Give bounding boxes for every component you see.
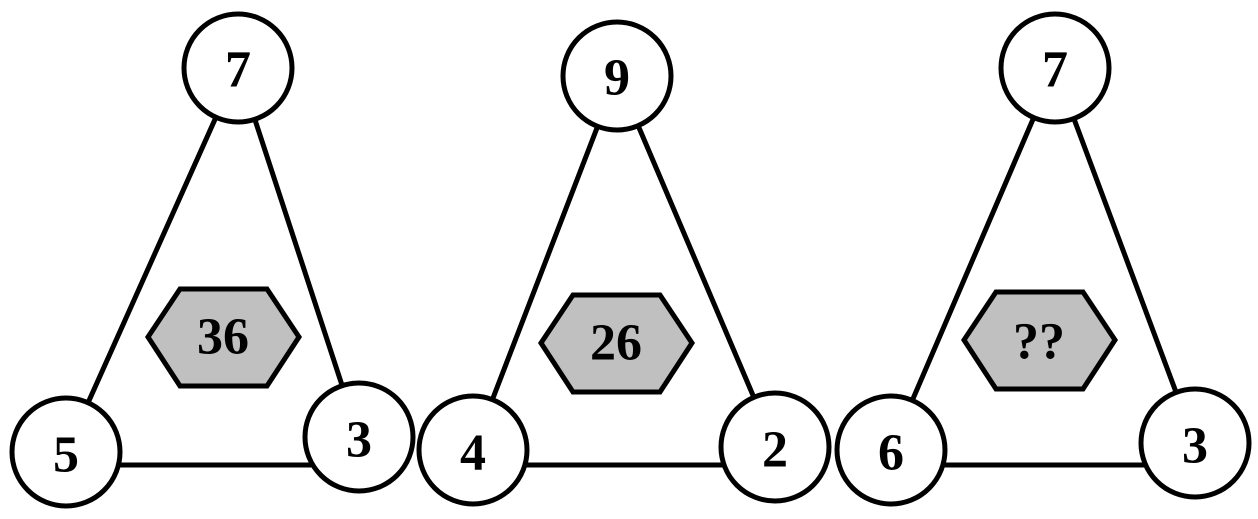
triangle-1-edge-top-right xyxy=(235,65,362,440)
triangle-1-left-value: 5 xyxy=(53,427,79,484)
triangle-2-edge-top-right xyxy=(614,73,778,450)
triangle-1-center-hexagon xyxy=(145,286,302,389)
triangle-3-top-node xyxy=(998,11,1112,125)
triangle-2-top-value: 9 xyxy=(604,50,630,107)
triangle-2-top-node xyxy=(560,19,674,133)
triangle-3-center-hexagon xyxy=(961,289,1118,392)
triangle-2: 26 9 4 2 xyxy=(416,19,832,507)
triangle-1-center-value: 36 xyxy=(197,309,249,366)
triangle-3-right-node xyxy=(1138,386,1252,500)
triangle-2-center-hexagon xyxy=(538,292,695,395)
triangle-3-left-value: 6 xyxy=(878,425,904,482)
triangle-1-edge-top-left xyxy=(63,65,241,455)
triangle-2-left-node xyxy=(416,393,530,507)
triangle-3-top-value: 7 xyxy=(1042,42,1068,99)
triangle-1-right-node xyxy=(302,380,416,494)
triangle-2-center-value: 26 xyxy=(590,315,642,372)
triangle-3-edge-top-left xyxy=(888,65,1058,453)
triangle-1-right-value: 3 xyxy=(346,412,372,469)
triangle-1: 36 7 5 3 xyxy=(9,11,416,509)
triangle-1-top-value: 7 xyxy=(225,42,251,99)
triangle-3-left-node xyxy=(834,393,948,507)
triangle-3-center-value: ?? xyxy=(1013,314,1065,371)
triangle-3: ?? 7 6 3 xyxy=(834,11,1252,507)
triangle-2-left-value: 4 xyxy=(460,425,486,482)
triangle-3-edge-top-right xyxy=(1052,65,1198,446)
triangle-1-left-node xyxy=(9,395,123,509)
triangle-1-top-node xyxy=(181,11,295,125)
triangle-3-right-value: 3 xyxy=(1182,418,1208,475)
triangle-2-right-value: 2 xyxy=(762,422,788,479)
triangle-2-edge-top-left xyxy=(470,73,620,453)
triangle-2-right-node xyxy=(718,390,832,504)
